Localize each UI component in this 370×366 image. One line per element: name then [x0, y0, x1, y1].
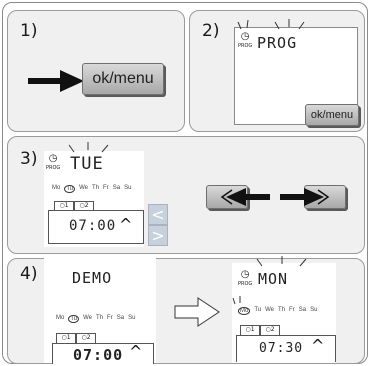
day-text: MON: [258, 270, 289, 288]
day-text: TUE: [70, 154, 104, 174]
day-row: Mo Tu We Th Fr Sa Su: [56, 315, 135, 323]
step-3-label: 3): [20, 149, 38, 169]
day-mo: Mo: [56, 315, 65, 321]
time-text: 07:30: [259, 341, 304, 356]
step-4-panel: 4) DEMO Mo Tu We Th Fr Sa Su ○1 ○2 07:00…: [7, 256, 365, 364]
day-fr: Fr: [289, 307, 295, 313]
step-2-label: 2): [202, 21, 220, 41]
caret-up-icon: ^: [119, 215, 133, 234]
day-we: We: [79, 185, 89, 191]
time-box: 07:30 ^: [236, 335, 336, 362]
blink-rays-icon: [232, 296, 241, 305]
day-mo: Mo: [238, 307, 251, 315]
day-row: Mo Tu We Th Fr Sa Su: [52, 185, 131, 193]
clock-icon: ◷PROG: [238, 269, 253, 288]
day-fr: Fr: [103, 185, 109, 191]
step-3-panel: 3) ◷PROG TUE Mo Tu We Th Fr Sa Su ○1 ○2: [7, 136, 365, 254]
caret-up-icon: ^: [129, 342, 143, 361]
day-th: Th: [96, 315, 104, 321]
day-we: We: [83, 315, 93, 321]
blink-rays-icon: [256, 256, 307, 267]
day-su: Su: [124, 185, 132, 191]
day-mo: Mo: [52, 185, 61, 191]
day-sa: Sa: [116, 315, 125, 321]
day-su: Su: [128, 315, 136, 321]
day-su: Su: [310, 307, 318, 313]
mon-screen: ◷PROG MON Mo Tu We Th Fr Sa Su ○1 ○2 07:…: [232, 256, 336, 363]
day-tu: Tu: [68, 315, 80, 323]
day-tu: Tu: [254, 307, 262, 313]
prog-text: PROG: [257, 34, 298, 52]
pointer-arrow-icon: [28, 70, 84, 92]
clock-icon: ◷PROG: [46, 153, 61, 172]
time-text: 07:00: [69, 218, 117, 234]
step-4-label: 4): [20, 264, 38, 284]
step-1-label: 1): [20, 21, 38, 41]
day-fr: Fr: [107, 315, 113, 321]
step-2-panel: 2) ◷PROG PROG ok/menu: [189, 10, 365, 132]
time-box: 07:00 ^: [52, 342, 154, 364]
double-arrow-icon: [220, 188, 330, 206]
left-arrow-button[interactable]: <: [148, 204, 168, 225]
day-we: We: [265, 307, 275, 313]
caret-up-icon: ^: [311, 336, 325, 355]
time-text: 07:00: [73, 346, 124, 364]
instruction-diagram: 1) ok/menu 2) ◷PROG PROG ok/menu 3): [2, 2, 368, 364]
day-sa: Sa: [112, 185, 121, 191]
day-tu: Tu: [64, 185, 76, 193]
blink-rays-icon: [237, 19, 305, 30]
display-screen: ◷PROG PROG ok/menu: [234, 19, 359, 126]
time-box: 07:00 ^: [48, 210, 144, 244]
display-screen: ◷PROG TUE Mo Tu We Th Fr Sa Su ○1 ○2 07:…: [44, 142, 144, 247]
day-th: Th: [92, 185, 100, 191]
clock-icon: ◷PROG: [238, 31, 253, 50]
demo-text: DEMO: [72, 269, 113, 287]
ok-menu-button[interactable]: ok/menu: [82, 63, 164, 95]
step-1-panel: 1) ok/menu: [7, 10, 185, 132]
day-sa: Sa: [298, 307, 307, 313]
outline-arrow-icon: [174, 297, 220, 327]
blink-rays-icon: [68, 142, 109, 153]
ok-menu-button-small[interactable]: ok/menu: [305, 104, 359, 126]
day-th: Th: [278, 307, 286, 313]
day-row: Mo Tu We Th Fr Sa Su: [238, 307, 317, 315]
demo-screen: DEMO Mo Tu We Th Fr Sa Su ○1 ○2 07:00 ^: [44, 257, 156, 364]
right-nav-button[interactable]: [304, 185, 346, 209]
right-arrow-button[interactable]: >: [148, 225, 168, 246]
